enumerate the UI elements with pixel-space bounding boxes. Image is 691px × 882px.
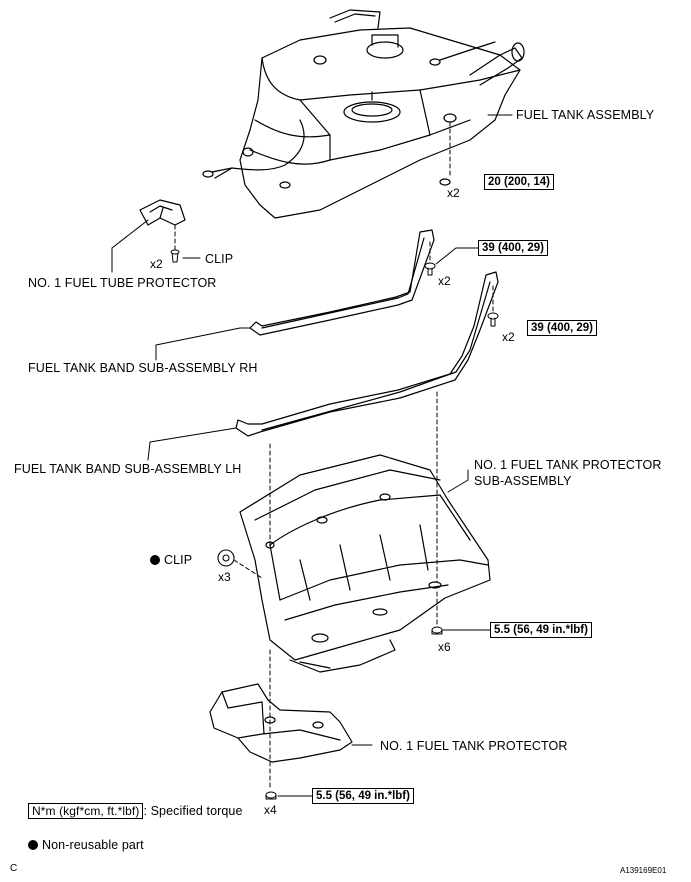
band-rh-bolt-icon [424, 262, 436, 276]
corner-code-right: A139169E01 [620, 866, 667, 875]
legend-nonreusable-dot-icon [28, 840, 38, 850]
nonreusable-clip-dashed [233, 559, 263, 579]
nonreusable-clip-icon [217, 549, 235, 567]
band-rh-leader [155, 327, 251, 361]
legend-nonreusable: Non-reusable part [28, 838, 144, 852]
band-lh-bolt-icon [487, 312, 499, 327]
qty-protector-nut: x4 [264, 803, 277, 817]
label-no1-protector-sub-line1: NO. 1 FUEL TANK PROTECTOR [474, 458, 662, 472]
fuel-tank-protector-drawing [209, 683, 353, 763]
protector-sub-leader [447, 469, 469, 493]
qty-clip: x2 [150, 257, 163, 271]
label-band-lh: FUEL TANK BAND SUB-ASSEMBLY LH [14, 462, 242, 476]
band-rh-torque-leader [435, 247, 479, 265]
tube-protector-leader [111, 219, 149, 273]
label-no1-protector-sub-line2: SUB-ASSEMBLY [474, 474, 572, 488]
qty-band-lh-bolt: x2 [502, 330, 515, 344]
legend-nonreusable-text: Non-reusable part [42, 838, 144, 852]
torque-protector-sub-nut: 5.5 (56, 49 in.*lbf) [490, 622, 592, 638]
label-fuel-tank-assembly: FUEL TANK ASSEMBLY [516, 108, 655, 122]
label-band-rh: FUEL TANK BAND SUB-ASSEMBLY RH [28, 361, 258, 375]
qty-clip-nonreusable: x3 [218, 570, 231, 584]
label-no1-fuel-tank-protector: NO. 1 FUEL TANK PROTECTOR [380, 739, 568, 753]
corner-code-left: C [10, 863, 18, 874]
torque-band-bolt-2: 39 (400, 29) [527, 320, 598, 336]
legend-torque-box: N*m (kgf*cm, ft.*lbf) [28, 803, 144, 819]
band-rh-drawing [249, 229, 435, 336]
protector-nut-icon [265, 791, 277, 800]
qty-tank-nut: x2 [447, 186, 460, 200]
torque-band-bolt-1: 39 (400, 29) [478, 240, 549, 256]
qty-protector-sub-nut: x6 [438, 640, 451, 654]
torque-protector-nut: 5.5 (56, 49 in.*lbf) [312, 788, 414, 804]
label-clip: CLIP [205, 252, 234, 266]
fuel-tank-assembly-drawing [202, 9, 525, 219]
protector-sub-assembly-drawing [239, 454, 491, 673]
clip-part-icon [170, 249, 180, 263]
label-no1-fuel-tube-protector: NO. 1 FUEL TUBE PROTECTOR [28, 276, 217, 290]
legend-torque: N*m (kgf*cm, ft.*lbf): Specified torque [28, 803, 243, 819]
legend-torque-desc: : Specified torque [143, 804, 243, 818]
protector-sub-nut-icon [431, 626, 443, 635]
torque-tank-nut: 20 (200, 14) [484, 174, 555, 190]
label-clip-nonreusable: CLIP [150, 553, 192, 567]
qty-band-rh-bolt: x2 [438, 274, 451, 288]
nonreusable-dot-icon [150, 555, 160, 565]
clip-nonreusable-text: CLIP [164, 553, 193, 567]
band-lh-drawing [235, 271, 499, 437]
band-lh-leader [147, 427, 237, 461]
fuel-tube-protector-drawing [139, 199, 186, 226]
